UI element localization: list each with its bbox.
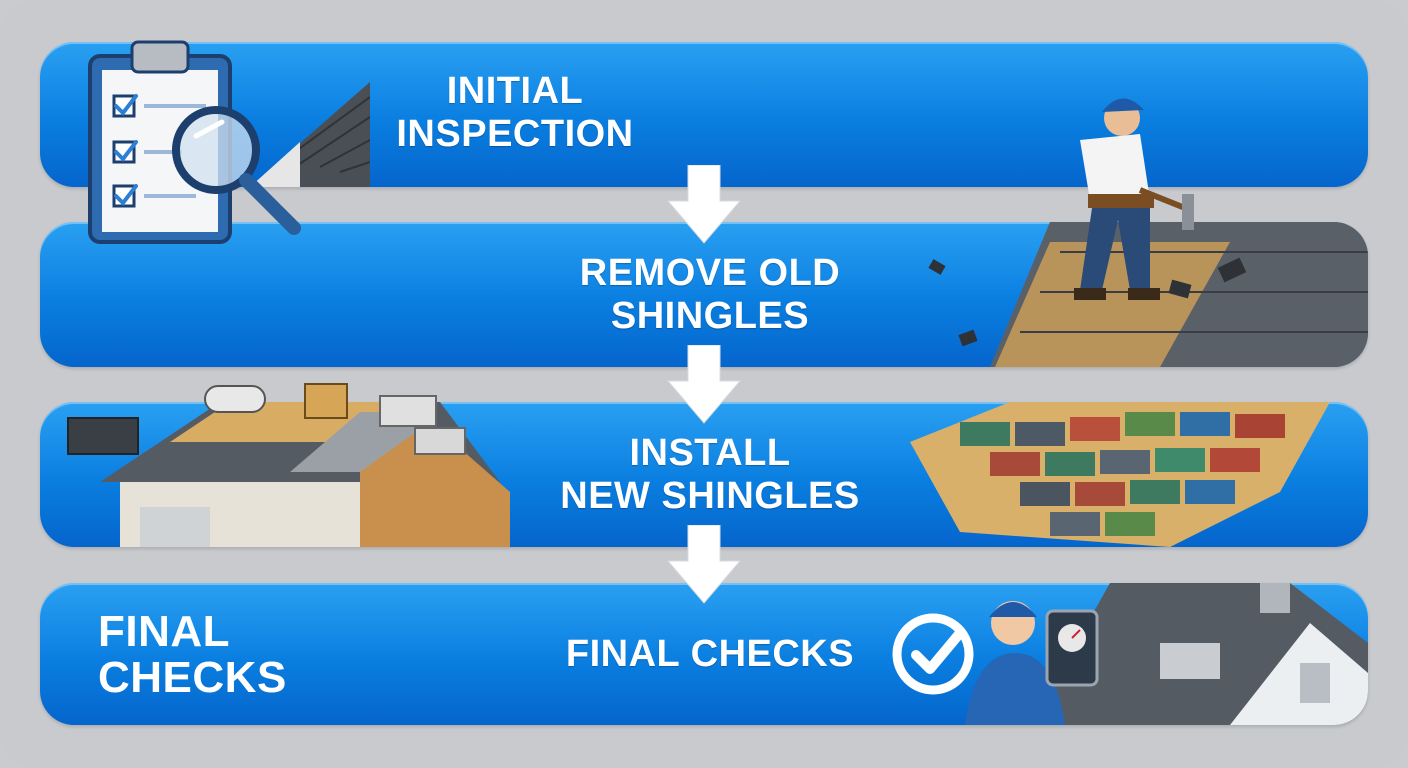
roof-repair-tools-icon	[67, 383, 466, 455]
step-label: REMOVE OLD SHINGLES	[540, 252, 880, 338]
checkmark-circle-icon	[892, 613, 974, 695]
step-label-line2: SHINGLES	[610, 295, 810, 337]
step-label-line1: REMOVE OLD	[579, 252, 841, 294]
step-label-line2: INSPECTION	[396, 113, 634, 155]
step-band-initial-inspection: INITIAL INSPECTION	[40, 42, 1368, 187]
arrow-down-3	[666, 525, 742, 604]
step-label: INITIAL INSPECTION	[370, 70, 660, 156]
step-band-final-checks: FINAL CHECKS FINAL CHECKS	[40, 583, 1368, 725]
step-label-line1: FINAL CHECKS	[565, 633, 855, 675]
step-label-line1: INSTALL	[629, 432, 791, 474]
side-label-line2: CHECKS	[98, 653, 287, 702]
step-label-line2: NEW SHINGLES	[560, 475, 860, 517]
step-label: INSTALL NEW SHINGLES	[530, 432, 890, 518]
house-roof-final-illustration	[1030, 583, 1368, 725]
side-label-line1: FINAL	[98, 607, 231, 656]
step-band-install-new-shingles: INSTALL NEW SHINGLES	[40, 402, 1368, 547]
side-label-final-checks: FINAL CHECKS	[98, 609, 318, 701]
torn-roof-illustration	[928, 222, 1368, 367]
step-label-line1: INITIAL	[446, 70, 584, 112]
magnifying-glass-icon	[172, 106, 301, 235]
arrow-down-1	[666, 165, 742, 244]
step-label: FINAL CHECKS	[530, 633, 890, 676]
inspector-with-gauge-icon	[965, 601, 1099, 725]
roof-corner-illustration	[250, 82, 370, 187]
arrow-down-2	[666, 345, 742, 424]
roofer-with-hammer-icon	[1074, 98, 1194, 300]
colored-shingles-icon	[910, 402, 1330, 547]
